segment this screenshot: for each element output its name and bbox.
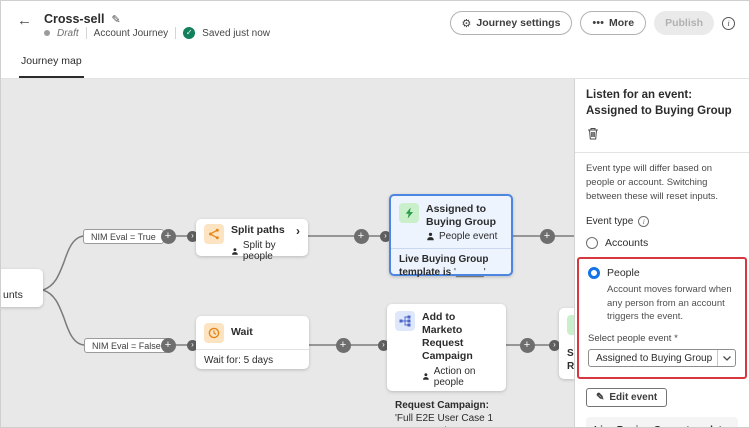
divider bbox=[387, 393, 506, 395]
expand-chevron-icon[interactable]: › bbox=[296, 224, 300, 238]
node-title: Split paths bbox=[231, 224, 285, 237]
status-dot-icon bbox=[44, 30, 50, 36]
node-detail-bold: Live Buying Group template is bbox=[399, 254, 489, 279]
event-type-label: Event type bbox=[586, 216, 634, 228]
page-title: Cross-sell bbox=[44, 12, 105, 26]
add-node-button[interactable]: + bbox=[160, 337, 176, 353]
edit-event-label: Edit event bbox=[609, 392, 658, 404]
person-icon bbox=[232, 247, 238, 255]
node-entry-icon: › bbox=[187, 339, 198, 351]
node-split-paths[interactable]: Split paths › Split by people bbox=[196, 219, 308, 264]
person-icon bbox=[427, 233, 434, 241]
journey-settings-button[interactable]: ⚙ Journey settings bbox=[449, 11, 573, 35]
template-note-bold: Live Buying Group template is bbox=[594, 425, 727, 427]
chevron-down-icon bbox=[717, 350, 735, 367]
radio-people-circle[interactable] bbox=[588, 267, 600, 280]
node-subtitle: Split by people bbox=[242, 240, 276, 262]
node-detail-bold: Request Campaign: bbox=[395, 399, 489, 411]
saved-status: Saved just now bbox=[202, 27, 270, 39]
node-detail-rest: 'Full E2E User Case 1 - Spencer -journey… bbox=[395, 412, 494, 428]
people-event-select[interactable]: Assigned to Buying Group bbox=[588, 349, 736, 368]
node-add-to-marketo-request-campaign[interactable]: Add to Marketo Request Campaign Action o… bbox=[387, 304, 506, 427]
panel-intro-text: Event type will differ based on people o… bbox=[586, 163, 719, 202]
node-detail: Wait for: 5 days bbox=[204, 355, 274, 366]
divider bbox=[196, 349, 309, 350]
node-entry-icon: › bbox=[378, 339, 389, 351]
journey-type-label: Account Journey bbox=[93, 27, 169, 39]
node-title: Add to Marketo Request Campaign bbox=[422, 311, 473, 363]
node-subtitle: People event bbox=[439, 231, 498, 243]
header: ← Cross-sell ✎ Draft Account Journey ✓ S… bbox=[1, 1, 749, 45]
radio-people-label: People bbox=[607, 267, 640, 280]
edit-title-icon[interactable]: ✎ bbox=[111, 13, 121, 26]
radio-accounts-label: Accounts bbox=[605, 237, 649, 250]
more-button[interactable]: ••• More bbox=[580, 11, 647, 35]
more-label: More bbox=[608, 17, 635, 29]
node-entry-icon: › bbox=[187, 230, 198, 242]
node-accounts[interactable]: unts bbox=[1, 269, 43, 307]
pencil-icon: ✎ bbox=[596, 392, 605, 404]
node-detail-line2: Rela bbox=[567, 361, 574, 372]
radio-accounts-circle[interactable] bbox=[586, 237, 598, 250]
event-bolt-icon bbox=[399, 203, 419, 223]
gear-icon: ⚙ bbox=[461, 17, 472, 30]
node-title: Assigned to Buying Group bbox=[426, 203, 496, 229]
add-node-button[interactable]: + bbox=[335, 337, 351, 353]
panel-title: Listen for an event: Assigned to Buying … bbox=[586, 89, 732, 117]
add-node-button[interactable]: + bbox=[160, 228, 176, 244]
node-wait[interactable]: Wait Wait for: 5 days bbox=[196, 316, 309, 369]
people-description: Account moves forward when any person fr… bbox=[607, 284, 732, 322]
branch-label-true: NIM Eval = True bbox=[83, 229, 164, 244]
annotation-highlight-box: People Account moves forward when any pe… bbox=[577, 257, 747, 380]
info-icon[interactable]: i bbox=[638, 216, 650, 228]
divider bbox=[85, 27, 87, 39]
event-bolt-icon bbox=[567, 315, 574, 335]
branch-label-false: NIM Eval = False bbox=[84, 338, 169, 353]
info-icon[interactable]: i bbox=[722, 16, 735, 30]
node-detail-blank: '_____' bbox=[451, 267, 486, 279]
delete-node-icon[interactable] bbox=[587, 127, 738, 143]
node-accounts-label: unts bbox=[3, 289, 23, 301]
divider bbox=[575, 152, 749, 154]
radio-people[interactable]: People bbox=[588, 267, 736, 280]
template-note-box: Live Buying Group template is '_____' bbox=[586, 417, 738, 427]
back-icon[interactable]: ← bbox=[17, 12, 32, 29]
edit-event-button[interactable]: ✎ Edit event bbox=[586, 388, 668, 408]
tab-journey-map[interactable]: Journey map bbox=[19, 55, 84, 78]
node-entry-icon: › bbox=[380, 230, 391, 242]
status-badge: Draft bbox=[57, 27, 79, 39]
node-entry-icon: › bbox=[549, 339, 560, 351]
tab-bar: Journey map bbox=[1, 45, 749, 79]
saved-check-icon: ✓ bbox=[183, 27, 196, 39]
publish-label: Publish bbox=[665, 17, 703, 29]
journey-canvas[interactable]: NIM Eval = True NIM Eval = False › › › ›… bbox=[1, 79, 574, 427]
node-assigned-to-buying-group[interactable]: Assigned to Buying Group People event Li… bbox=[389, 194, 513, 279]
add-node-button[interactable]: + bbox=[539, 228, 555, 244]
node-detail-line1: Sco bbox=[567, 348, 574, 359]
required-asterisk: * bbox=[674, 333, 678, 345]
event-config-panel: Listen for an event: Assigned to Buying … bbox=[574, 79, 749, 427]
divider bbox=[175, 27, 177, 39]
node-subtitle: Action on people bbox=[433, 365, 476, 388]
radio-accounts[interactable]: Accounts bbox=[586, 237, 738, 250]
split-paths-icon bbox=[204, 224, 224, 244]
node-score-event[interactable]: Sco Rela bbox=[559, 308, 574, 379]
journey-settings-label: Journey settings bbox=[476, 17, 561, 29]
add-node-button[interactable]: + bbox=[353, 228, 369, 244]
node-title: Wait bbox=[231, 326, 253, 338]
person-icon bbox=[423, 373, 429, 380]
publish-button[interactable]: Publish bbox=[654, 11, 714, 35]
action-flow-icon bbox=[395, 311, 415, 331]
add-node-button[interactable]: + bbox=[519, 337, 535, 353]
select-people-event-label: Select people event bbox=[588, 333, 672, 345]
wait-clock-icon bbox=[204, 323, 224, 343]
divider bbox=[391, 248, 511, 250]
more-icon: ••• bbox=[592, 17, 604, 29]
people-event-select-value: Assigned to Buying Group bbox=[596, 352, 713, 364]
